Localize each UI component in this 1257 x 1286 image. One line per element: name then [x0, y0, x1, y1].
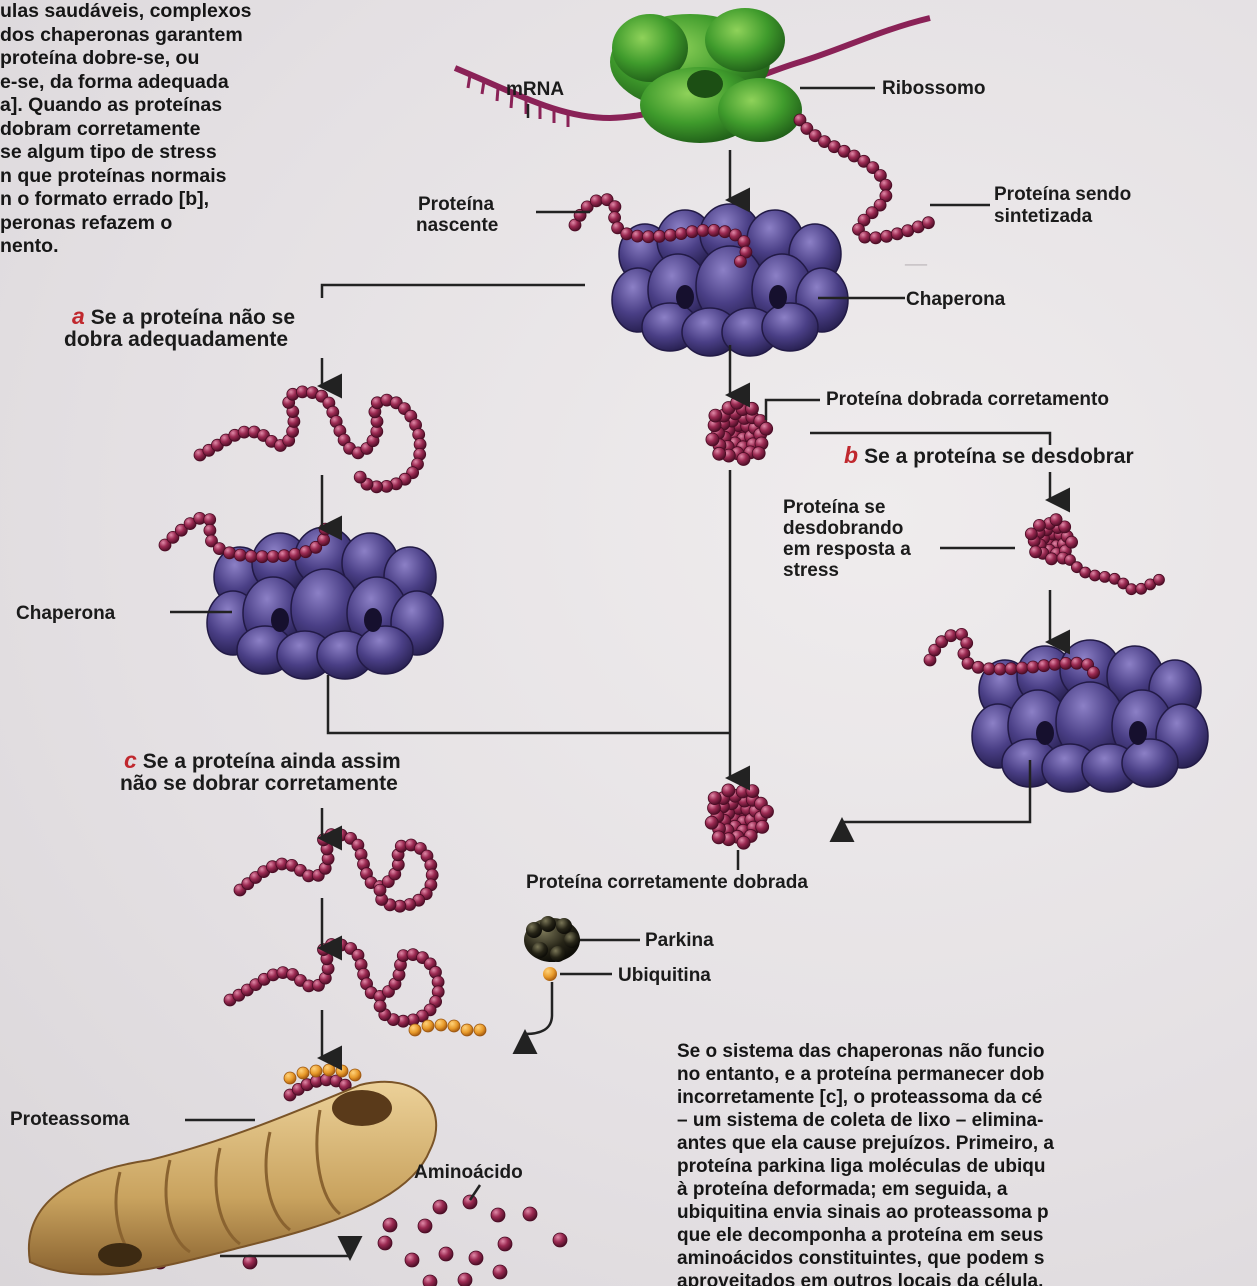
label-sintetizada: sintetizada — [994, 206, 1092, 227]
label-desdobrando-2: desdobrando — [783, 518, 903, 539]
intro-line: a]. Quando as proteínas — [0, 94, 251, 118]
step-c-letter: c — [124, 747, 137, 773]
label-aminoacido: Aminoácido — [414, 1162, 523, 1183]
bottom-line: à proteína deformada; em seguida, a — [677, 1178, 1054, 1201]
bottom-paragraph: Se o sistema das chaperonas não funcio n… — [677, 1040, 1054, 1286]
label-chaperona-left: Chaperona — [16, 603, 115, 624]
label-ubiquitina: Ubiquitina — [618, 965, 711, 986]
label-chaperona-top: Chaperona — [906, 289, 1005, 310]
label-proteina: Proteína — [418, 194, 494, 215]
label-mrna: mRNA — [506, 79, 564, 100]
bottom-line: aminoácidos constituintes, que podem s — [677, 1247, 1054, 1270]
parkin-shape — [524, 916, 580, 962]
intro-line: dos chaperonas garantem — [0, 24, 251, 48]
label-dobrada-corretamento: Proteína dobrada corretamento — [826, 389, 1109, 410]
ribosome-shape — [610, 8, 802, 143]
step-b-letter: b — [844, 442, 858, 468]
intro-line: dobram corretamente — [0, 118, 251, 142]
intro-line: proteína dobre-se, ou — [0, 47, 251, 71]
bottom-line: aproveitados em outros locais da célula. — [677, 1270, 1054, 1286]
label-ribossomo: Ribossomo — [882, 78, 985, 99]
intro-line: n o formato errado [b], — [0, 188, 251, 212]
intro-line: se algum tipo de stress — [0, 141, 251, 165]
label-desdobrando-3: em resposta a — [783, 539, 911, 560]
intro-paragraph: ulas saudáveis, complexos dos chaperonas… — [0, 0, 251, 259]
intro-line: nento. — [0, 235, 251, 259]
intro-line: e-se, da forma adequada — [0, 71, 251, 95]
step-c-line2: não se dobrar corretamente — [120, 772, 398, 796]
step-a-letter: a — [72, 303, 85, 329]
bottom-line: incorretamente [c], o proteassoma da cé — [677, 1086, 1054, 1109]
step-a-line2: dobra adequadamente — [64, 328, 288, 352]
label-proteina-sendo: Proteína sendo — [994, 184, 1131, 205]
label-corretamente-dobrada: Proteína corretamente dobrada — [526, 872, 808, 893]
ubiquitin-single — [543, 967, 557, 981]
bottom-line: antes que ela cause prejuízos. Primeiro,… — [677, 1132, 1054, 1155]
bottom-line: Se o sistema das chaperonas não funcio — [677, 1040, 1054, 1063]
bottom-line: – um sistema de coleta de lixo – elimina… — [677, 1109, 1054, 1132]
bottom-line: no entanto, e a proteína permanecer dob — [677, 1063, 1054, 1086]
bottom-line: proteína parkina liga moléculas de ubiqu — [677, 1155, 1054, 1178]
intro-line: peronas refazem o — [0, 212, 251, 236]
label-parkina: Parkina — [645, 930, 714, 951]
label-proteassoma: Proteassoma — [10, 1109, 129, 1130]
bottom-line: que ele decomponha a proteína em seus — [677, 1224, 1054, 1247]
chaperone-top — [612, 204, 848, 356]
intro-line: ulas saudáveis, complexos — [0, 0, 251, 24]
label-nascente: nascente — [416, 215, 498, 236]
label-desdobrando-1: Proteína se — [783, 497, 885, 518]
label-desdobrando-4: stress — [783, 560, 839, 581]
intro-line: n que proteínas normais — [0, 165, 251, 189]
bottom-line: ubiquitina envia sinais ao proteassoma p — [677, 1201, 1054, 1224]
